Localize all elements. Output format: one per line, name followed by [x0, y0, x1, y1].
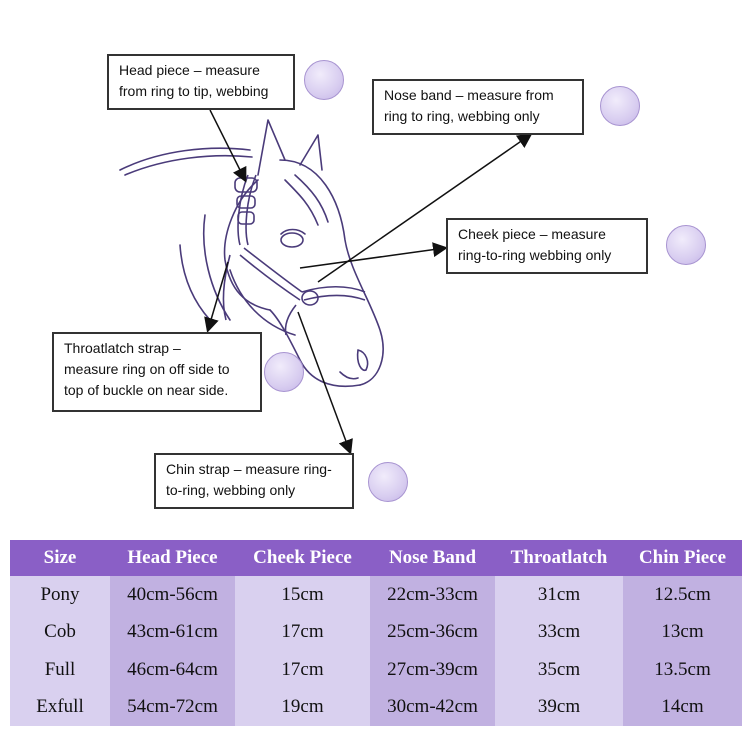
head-piece-callout: Head piece – measure from ring to tip, w…	[107, 54, 295, 110]
table-cell: 17cm	[235, 651, 370, 689]
table-row: Pony 40cm-56cm 15cm 22cm-33cm 31cm 12.5c…	[10, 576, 742, 614]
table-cell: 12.5cm	[623, 576, 742, 614]
horse-head-line-art	[119, 119, 384, 387]
header-cheek-piece: Cheek Piece	[235, 540, 370, 576]
table-cell: 25cm-36cm	[370, 613, 495, 651]
cheek-piece-dot	[666, 225, 706, 265]
table-cell: 43cm-61cm	[110, 613, 235, 651]
table-cell: 33cm	[495, 613, 623, 651]
size-table: Size Head Piece Cheek Piece Nose Band Th…	[10, 540, 742, 726]
throatlatch-callout: Throatlatch strap – measure ring on off …	[52, 332, 262, 412]
throatlatch-dot	[264, 352, 304, 392]
head-piece-dot	[304, 60, 344, 100]
table-row: Cob 43cm-61cm 17cm 25cm-36cm 33cm 13cm	[10, 613, 742, 651]
table-cell: Pony	[10, 576, 110, 614]
header-size: Size	[10, 540, 110, 576]
table-cell: 13cm	[623, 613, 742, 651]
table-cell: Exfull	[10, 688, 110, 726]
table-cell: 14cm	[623, 688, 742, 726]
table-cell: 13.5cm	[623, 651, 742, 689]
table-cell: 54cm-72cm	[110, 688, 235, 726]
header-nose-band: Nose Band	[370, 540, 495, 576]
table-cell: 27cm-39cm	[370, 651, 495, 689]
table-cell: 22cm-33cm	[370, 576, 495, 614]
horse-halter-diagram	[119, 109, 533, 455]
header-throatlatch: Throatlatch	[495, 540, 623, 576]
table-cell: 40cm-56cm	[110, 576, 235, 614]
chin-strap-callout: Chin strap – measure ring- to-ring, webb…	[154, 453, 354, 509]
measurement-arrows	[204, 109, 533, 455]
halter-straps	[222, 174, 366, 336]
table-cell: Cob	[10, 613, 110, 651]
nose-band-callout: Nose band – measure from ring to ring, w…	[372, 79, 584, 135]
chin-strap-dot	[368, 462, 408, 502]
table-header-row: Size Head Piece Cheek Piece Nose Band Th…	[10, 540, 742, 576]
header-chin-piece: Chin Piece	[623, 540, 742, 576]
header-head-piece: Head Piece	[110, 540, 235, 576]
table-cell: 46cm-64cm	[110, 651, 235, 689]
table-row: Full 46cm-64cm 17cm 27cm-39cm 35cm 13.5c…	[10, 651, 742, 689]
table-cell: 31cm	[495, 576, 623, 614]
cheek-piece-callout: Cheek piece – measure ring-to-ring webbi…	[446, 218, 648, 274]
table-cell: 39cm	[495, 688, 623, 726]
table-row: Exfull 54cm-72cm 19cm 30cm-42cm 39cm 14c…	[10, 688, 742, 726]
table-cell: Full	[10, 651, 110, 689]
table-cell: 30cm-42cm	[370, 688, 495, 726]
table-cell: 35cm	[495, 651, 623, 689]
nose-band-dot	[600, 86, 640, 126]
table-cell: 17cm	[235, 613, 370, 651]
table-cell: 15cm	[235, 576, 370, 614]
table-cell: 19cm	[235, 688, 370, 726]
